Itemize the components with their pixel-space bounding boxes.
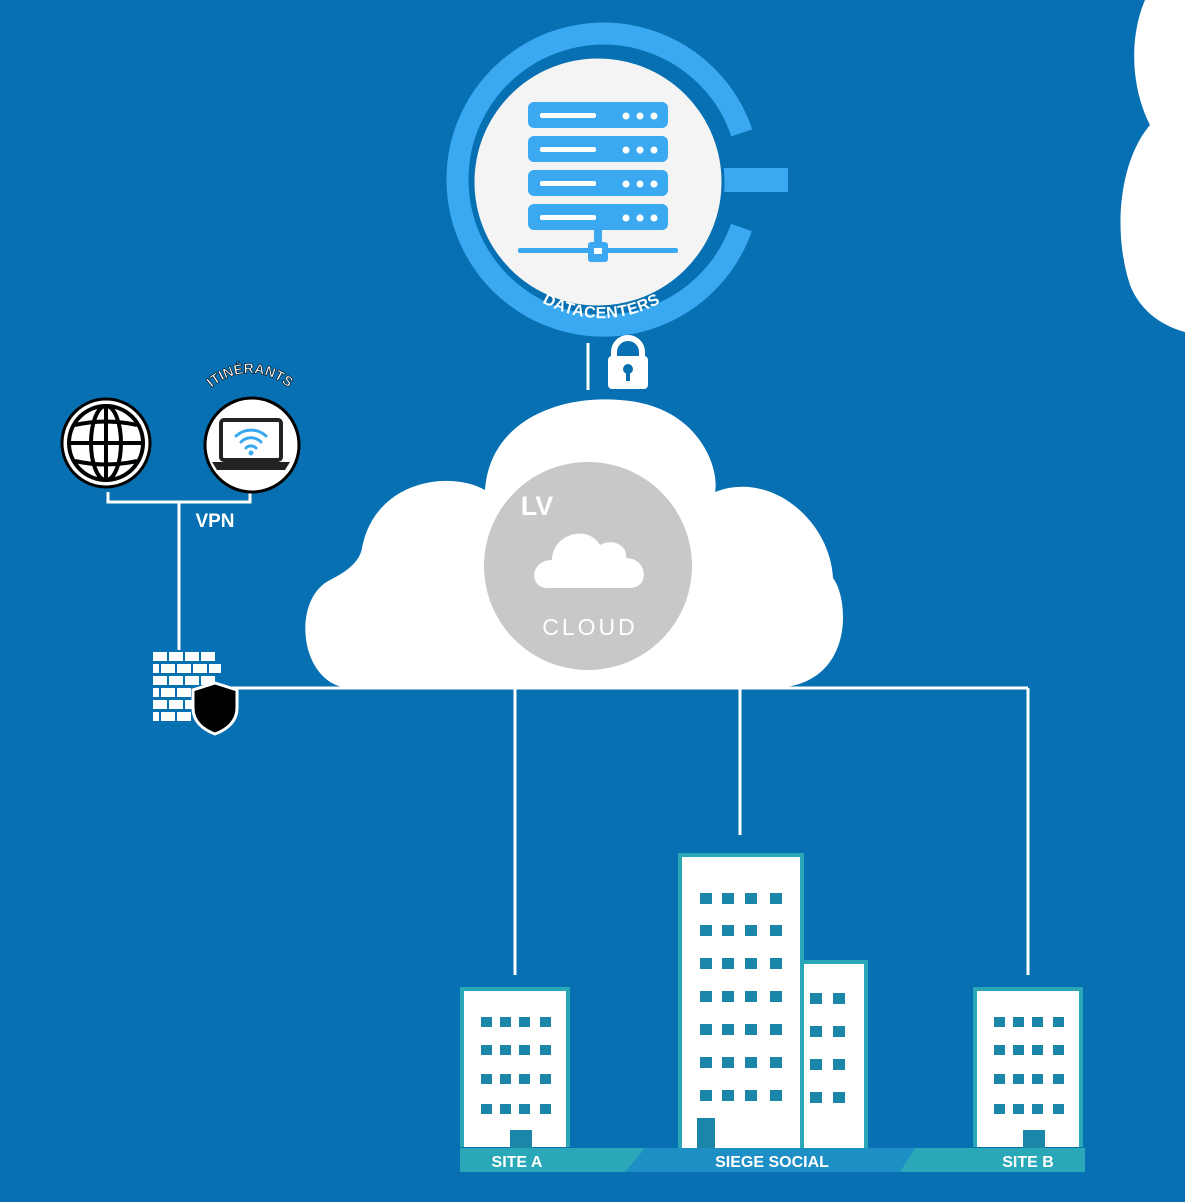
- globe-icon: [67, 404, 145, 482]
- site-b-label: SITE B: [1002, 1154, 1054, 1171]
- padlock-icon: [608, 335, 648, 389]
- site-a-building: [460, 987, 570, 1148]
- firewall-shield-icon: [153, 652, 239, 736]
- datacenter-node: DATACENTERS: [446, 22, 788, 337]
- itinerants-node: ITINÉRANTS: [203, 360, 301, 494]
- server-rack-icon: [518, 102, 678, 262]
- itinerants-label: ITINÉRANTS: [203, 360, 296, 390]
- site-a-door: [510, 1130, 532, 1148]
- sites-strip: [460, 1148, 1085, 1172]
- cloud-logo-letters: LV: [521, 491, 554, 521]
- site-a-windows: [481, 1017, 551, 1114]
- vpn-bracket-line: [106, 492, 252, 504]
- datacenter-ring-tab: [718, 168, 788, 192]
- laptop-wifi-icon: [212, 418, 290, 470]
- edge-cloud-shape: [1120, 0, 1185, 332]
- site-b-windows: [994, 1017, 1064, 1114]
- vpn-label: VPN: [195, 511, 234, 532]
- site-b-building: [973, 987, 1083, 1148]
- cloud-icon: [534, 533, 644, 588]
- headquarters-label: SIEGE SOCIAL: [715, 1154, 829, 1171]
- cloud-node: LV CLOUD: [305, 399, 844, 689]
- headquarters-door: [697, 1118, 715, 1148]
- itinerants-label-path: ITINÉRANTS: [203, 360, 297, 391]
- headquarters-windows: [700, 893, 845, 1103]
- cloud-logo-word: CLOUD: [542, 614, 638, 640]
- datacenter-ring: [446, 22, 753, 337]
- site-a-label: SITE A: [492, 1154, 543, 1171]
- site-b-door: [1023, 1130, 1045, 1148]
- internet-node: [60, 397, 152, 489]
- headquarters-building: [678, 853, 868, 1148]
